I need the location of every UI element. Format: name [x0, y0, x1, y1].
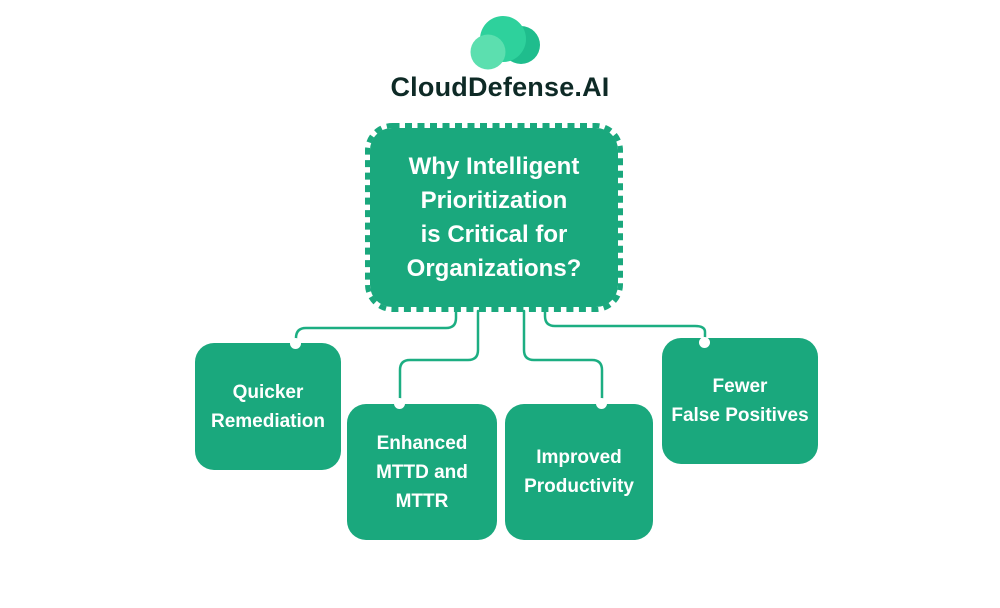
box-quicker-remediation: Quicker Remediation — [195, 343, 341, 470]
cloud-logo-icon — [470, 16, 540, 70]
box-label-line: False Positives — [671, 405, 809, 426]
box-enhanced-mttd-mttr: Enhanced MTTD and MTTR — [347, 404, 497, 540]
box-label-line: Remediation — [210, 410, 326, 432]
box-label-line: Quicker — [232, 381, 304, 403]
main-question-line: Why Intelligent — [408, 152, 580, 180]
connector-improved-productivity — [522, 309, 604, 400]
connector-lines — [294, 309, 707, 400]
main-question-line: is Critical for — [420, 220, 568, 248]
box-label-line: Enhanced — [376, 432, 468, 454]
connector-fewer-false-positives — [543, 309, 707, 339]
box-improved-productivity: Improved Productivity — [505, 404, 653, 540]
box-fewer-false-positives: Fewer False Positives — [662, 338, 818, 464]
box-label-line: MTTR — [395, 490, 449, 512]
connector-quicker-remediation — [294, 309, 458, 341]
main-question-box: Why Intelligent Prioritization is Critic… — [370, 128, 618, 307]
connector-dot — [699, 337, 710, 348]
box-label-line: Improved — [536, 447, 622, 468]
connector-dot — [596, 398, 607, 409]
main-question-line: Organizations? — [406, 254, 582, 282]
main-question-line: Prioritization — [420, 186, 568, 214]
connector-dot — [394, 398, 405, 409]
brand-name: CloudDefense.AI — [390, 72, 610, 102]
connector-enhanced-mttd-mttr — [398, 309, 480, 400]
box-label-line: MTTD and — [376, 461, 468, 483]
box-label-line: Fewer — [712, 376, 768, 397]
box-label-line: Productivity — [524, 476, 634, 497]
connector-dot — [290, 338, 301, 349]
main-box-shape — [365, 123, 623, 312]
